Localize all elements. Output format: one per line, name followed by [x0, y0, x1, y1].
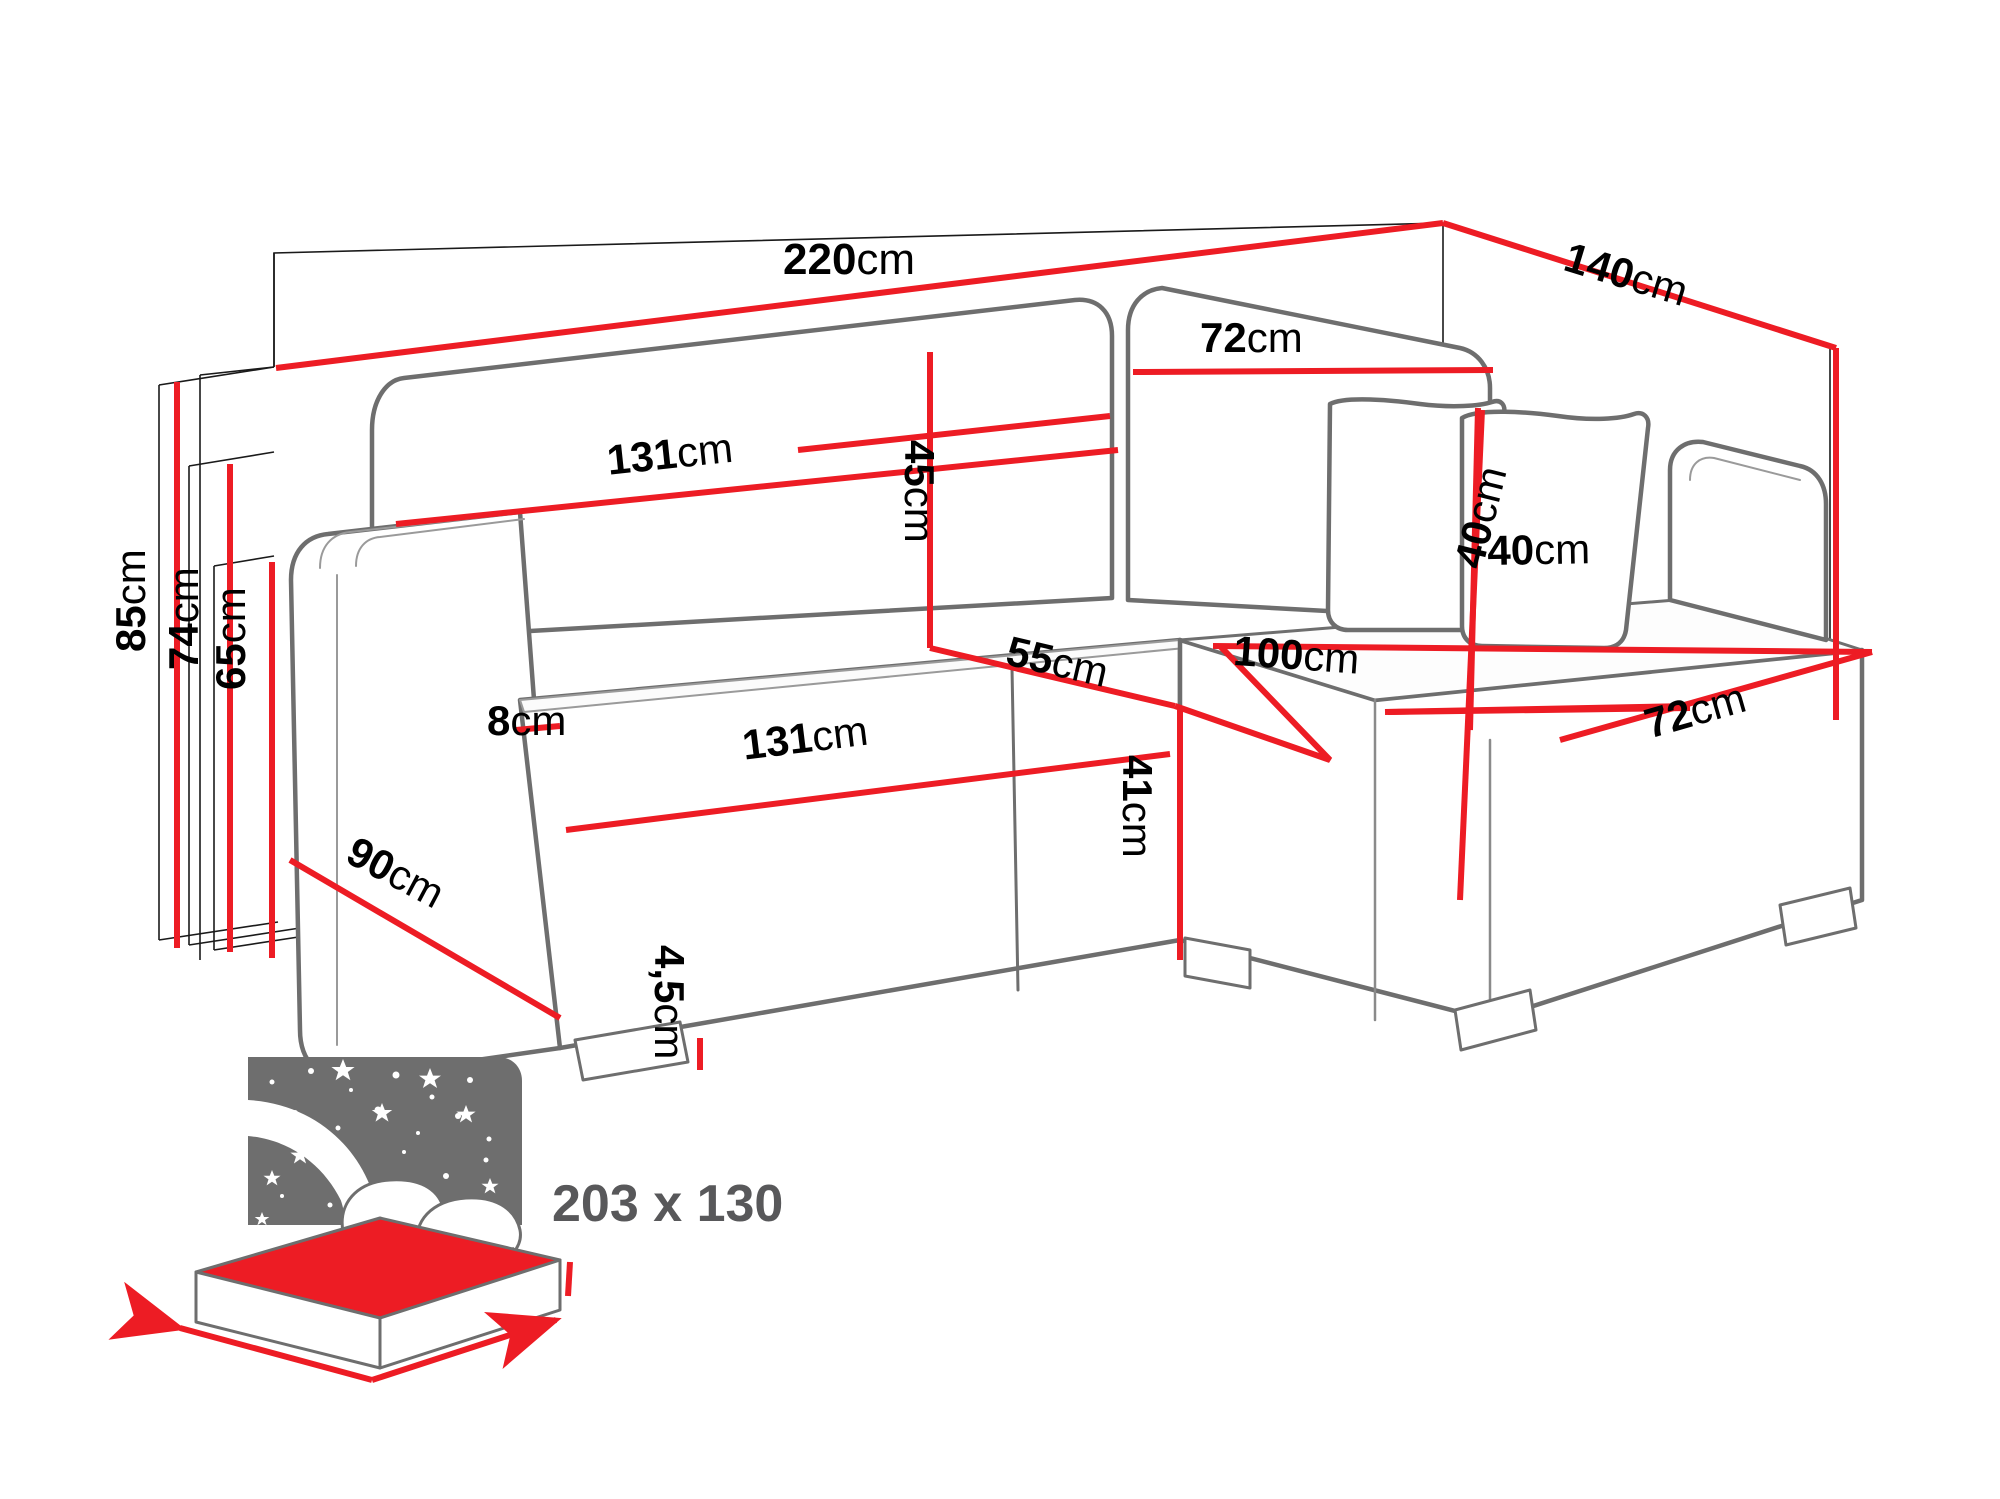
label-45-unit: cm [896, 486, 943, 543]
label-74-value: 74 [160, 623, 207, 670]
label-220-value: 220 [783, 235, 857, 284]
dim-131-seat [565, 751, 1171, 833]
decorative-pillows [1325, 397, 1651, 651]
label-100-value: 100 [1231, 627, 1306, 679]
dim-72-chaise [1559, 649, 1873, 743]
label-41: 41cm [1114, 755, 1161, 858]
label-40-horizontal: 40cm [1486, 525, 1591, 574]
label-131-back-unit: cm [674, 423, 735, 477]
label-85-unit: cm [107, 549, 154, 606]
dim-140 [1442, 220, 1837, 351]
label-74-unit: cm [160, 567, 207, 624]
label-41-value: 41 [1114, 755, 1161, 802]
dim-90 [288, 857, 562, 1021]
label-131-back-value: 131 [604, 429, 680, 484]
dimension-lines [174, 220, 1873, 1070]
label-220-unit: cm [856, 235, 916, 284]
sofa-legs [573, 886, 1858, 1082]
label-65: 65cm [207, 587, 254, 690]
label-72-back-unit: cm [1246, 314, 1303, 361]
label-8-value: 8 [487, 697, 511, 744]
label-8-unit: cm [510, 697, 567, 744]
dim-72-back [1132, 367, 1494, 375]
dim-220 [275, 220, 1444, 371]
label-100-unit: cm [1301, 631, 1361, 683]
label-4-5: 4,5cm [646, 945, 693, 1060]
label-45-value: 45 [896, 440, 943, 487]
label-72-back-value: 72 [1200, 314, 1247, 361]
label-85-value: 85 [107, 605, 154, 652]
label-4-5-value: 4,5 [646, 945, 693, 1004]
label-131-seat-unit: cm [809, 706, 871, 761]
label-40-horz-value: 40 [1486, 526, 1535, 574]
dim-131-back [395, 447, 1119, 527]
label-41-unit: cm [1114, 801, 1161, 858]
label-65-value: 65 [207, 643, 254, 690]
label-4-5-unit: cm [646, 1003, 693, 1060]
label-131-seat-value: 131 [739, 713, 815, 769]
label-100: 100cm [1231, 627, 1361, 683]
sleeping-area-label: 203 x 130 [552, 1175, 784, 1233]
label-45: 45cm [896, 440, 943, 543]
label-220: 220cm [783, 238, 915, 282]
label-74: 74cm [160, 567, 207, 670]
sleeping-area-icon [108, 1057, 573, 1383]
label-65-unit: cm [207, 587, 254, 644]
label-8: 8cm [487, 700, 566, 742]
dim-8 [515, 723, 561, 733]
pillow-dimension-cross [1384, 407, 1691, 731]
label-40-horz-unit: cm [1533, 525, 1591, 574]
label-72-backrest: 72cm [1200, 317, 1303, 359]
label-85: 85cm [107, 549, 154, 652]
dim-55 [929, 645, 1176, 709]
